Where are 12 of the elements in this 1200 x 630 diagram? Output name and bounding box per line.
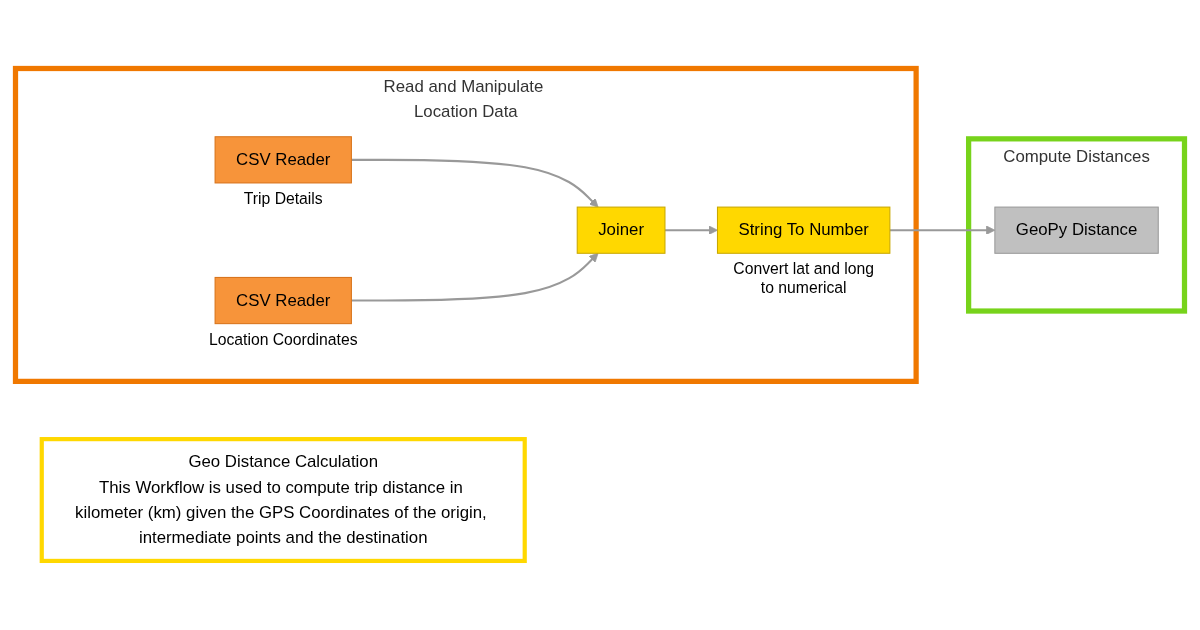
arrow <box>664 225 718 236</box>
node-box: Geo Distance Calculation This Workflow is used to compute trip distance in kilometer (km) given the GPS Coordinates of the origin, intermediate points and the destination <box>39 437 527 564</box>
arrow <box>351 159 599 208</box>
node-caption: Convert lat and long to numerical <box>733 260 875 297</box>
node-box: String To Number <box>716 206 891 255</box>
node-box: GeoPy Distance <box>994 206 1159 255</box>
node-caption: Trip Details <box>243 190 323 208</box>
node-caption: Location Coordinates <box>208 330 358 348</box>
node-box: CSV Reader <box>214 136 352 184</box>
arrow <box>351 253 599 302</box>
node-box: CSV Reader <box>214 277 352 325</box>
node-box: Joiner <box>576 206 666 255</box>
